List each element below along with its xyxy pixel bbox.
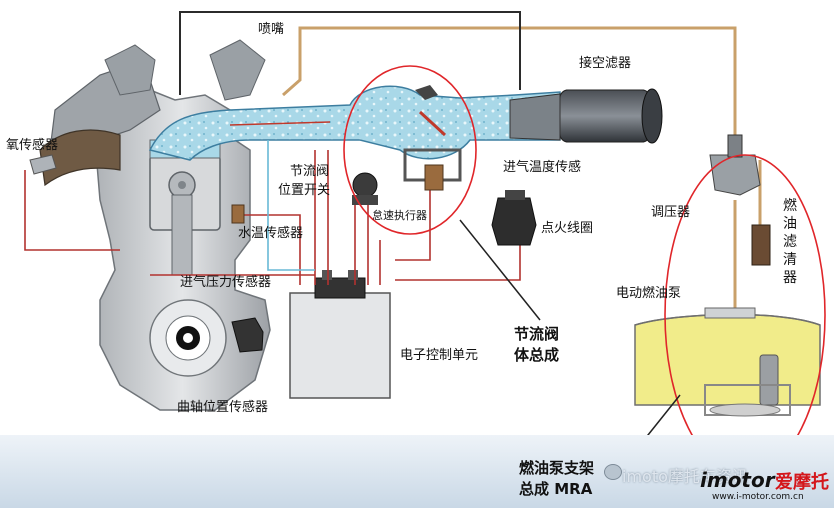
label-idle-actuator: 怠速执行器 [372,209,427,222]
label-fuel-pump-bracket-2: 总成 MRA [519,480,593,498]
logo-main-text: imotor [700,468,775,492]
logo-url-text: www.i-motor.com.cn [712,492,804,502]
logo-cn-text: 爱摩托 [775,472,829,493]
label-throttle-body-1: 节流阀 [514,325,560,343]
ecu-box [289,270,391,399]
label-ignition-coil: 点火线圈 [541,221,594,236]
label-injector: 喷嘴 [258,22,285,37]
sensor-lines [267,140,315,271]
label-fuel-pump-bracket-1: 燃油泵支架 [519,459,595,477]
bottom-band [0,435,834,508]
label-air-filter: 接空滤器 [579,56,632,71]
label-regulator: 调压器 [651,205,691,220]
label-intake-temp-sensor: 进气温度传感 [503,160,582,175]
oxygen-sensor [29,154,57,175]
label-water-temp-sensor: 水温传感器 [238,226,304,241]
wiring [24,150,521,285]
label-crank-position-sensor: 曲轴位置传感器 [177,400,269,415]
label-throttle-position-switch-1: 节流阀 [290,164,330,179]
label-ecu: 电子控制单元 [400,348,479,363]
harness-top [179,11,521,95]
air-filter-tube [509,88,663,144]
engine-block [39,39,271,411]
imotor-logo: imotor 爱摩托 www.i-motor.com.cn [700,468,830,504]
water-temp-sensor [231,204,245,224]
fuel-filter [751,224,771,266]
fuel-tank [634,307,821,417]
label-throttle-body-2: 体总成 [514,346,560,364]
ignition-coil [491,190,537,246]
label-intake-pressure-sensor: 进气压力传感器 [180,275,272,290]
throttle-body [352,148,462,205]
watermark-text: imoto摩托车资讯 [622,467,748,486]
label-electric-fuel-pump: 电动燃油泵 [616,286,682,301]
label-fuel-filter: 燃油滤清器 [783,198,797,286]
label-oxygen-sensor: 氧传感器 [6,138,59,153]
wechat-icon [604,464,622,480]
label-throttle-position-switch-2: 位置开关 [278,183,331,198]
